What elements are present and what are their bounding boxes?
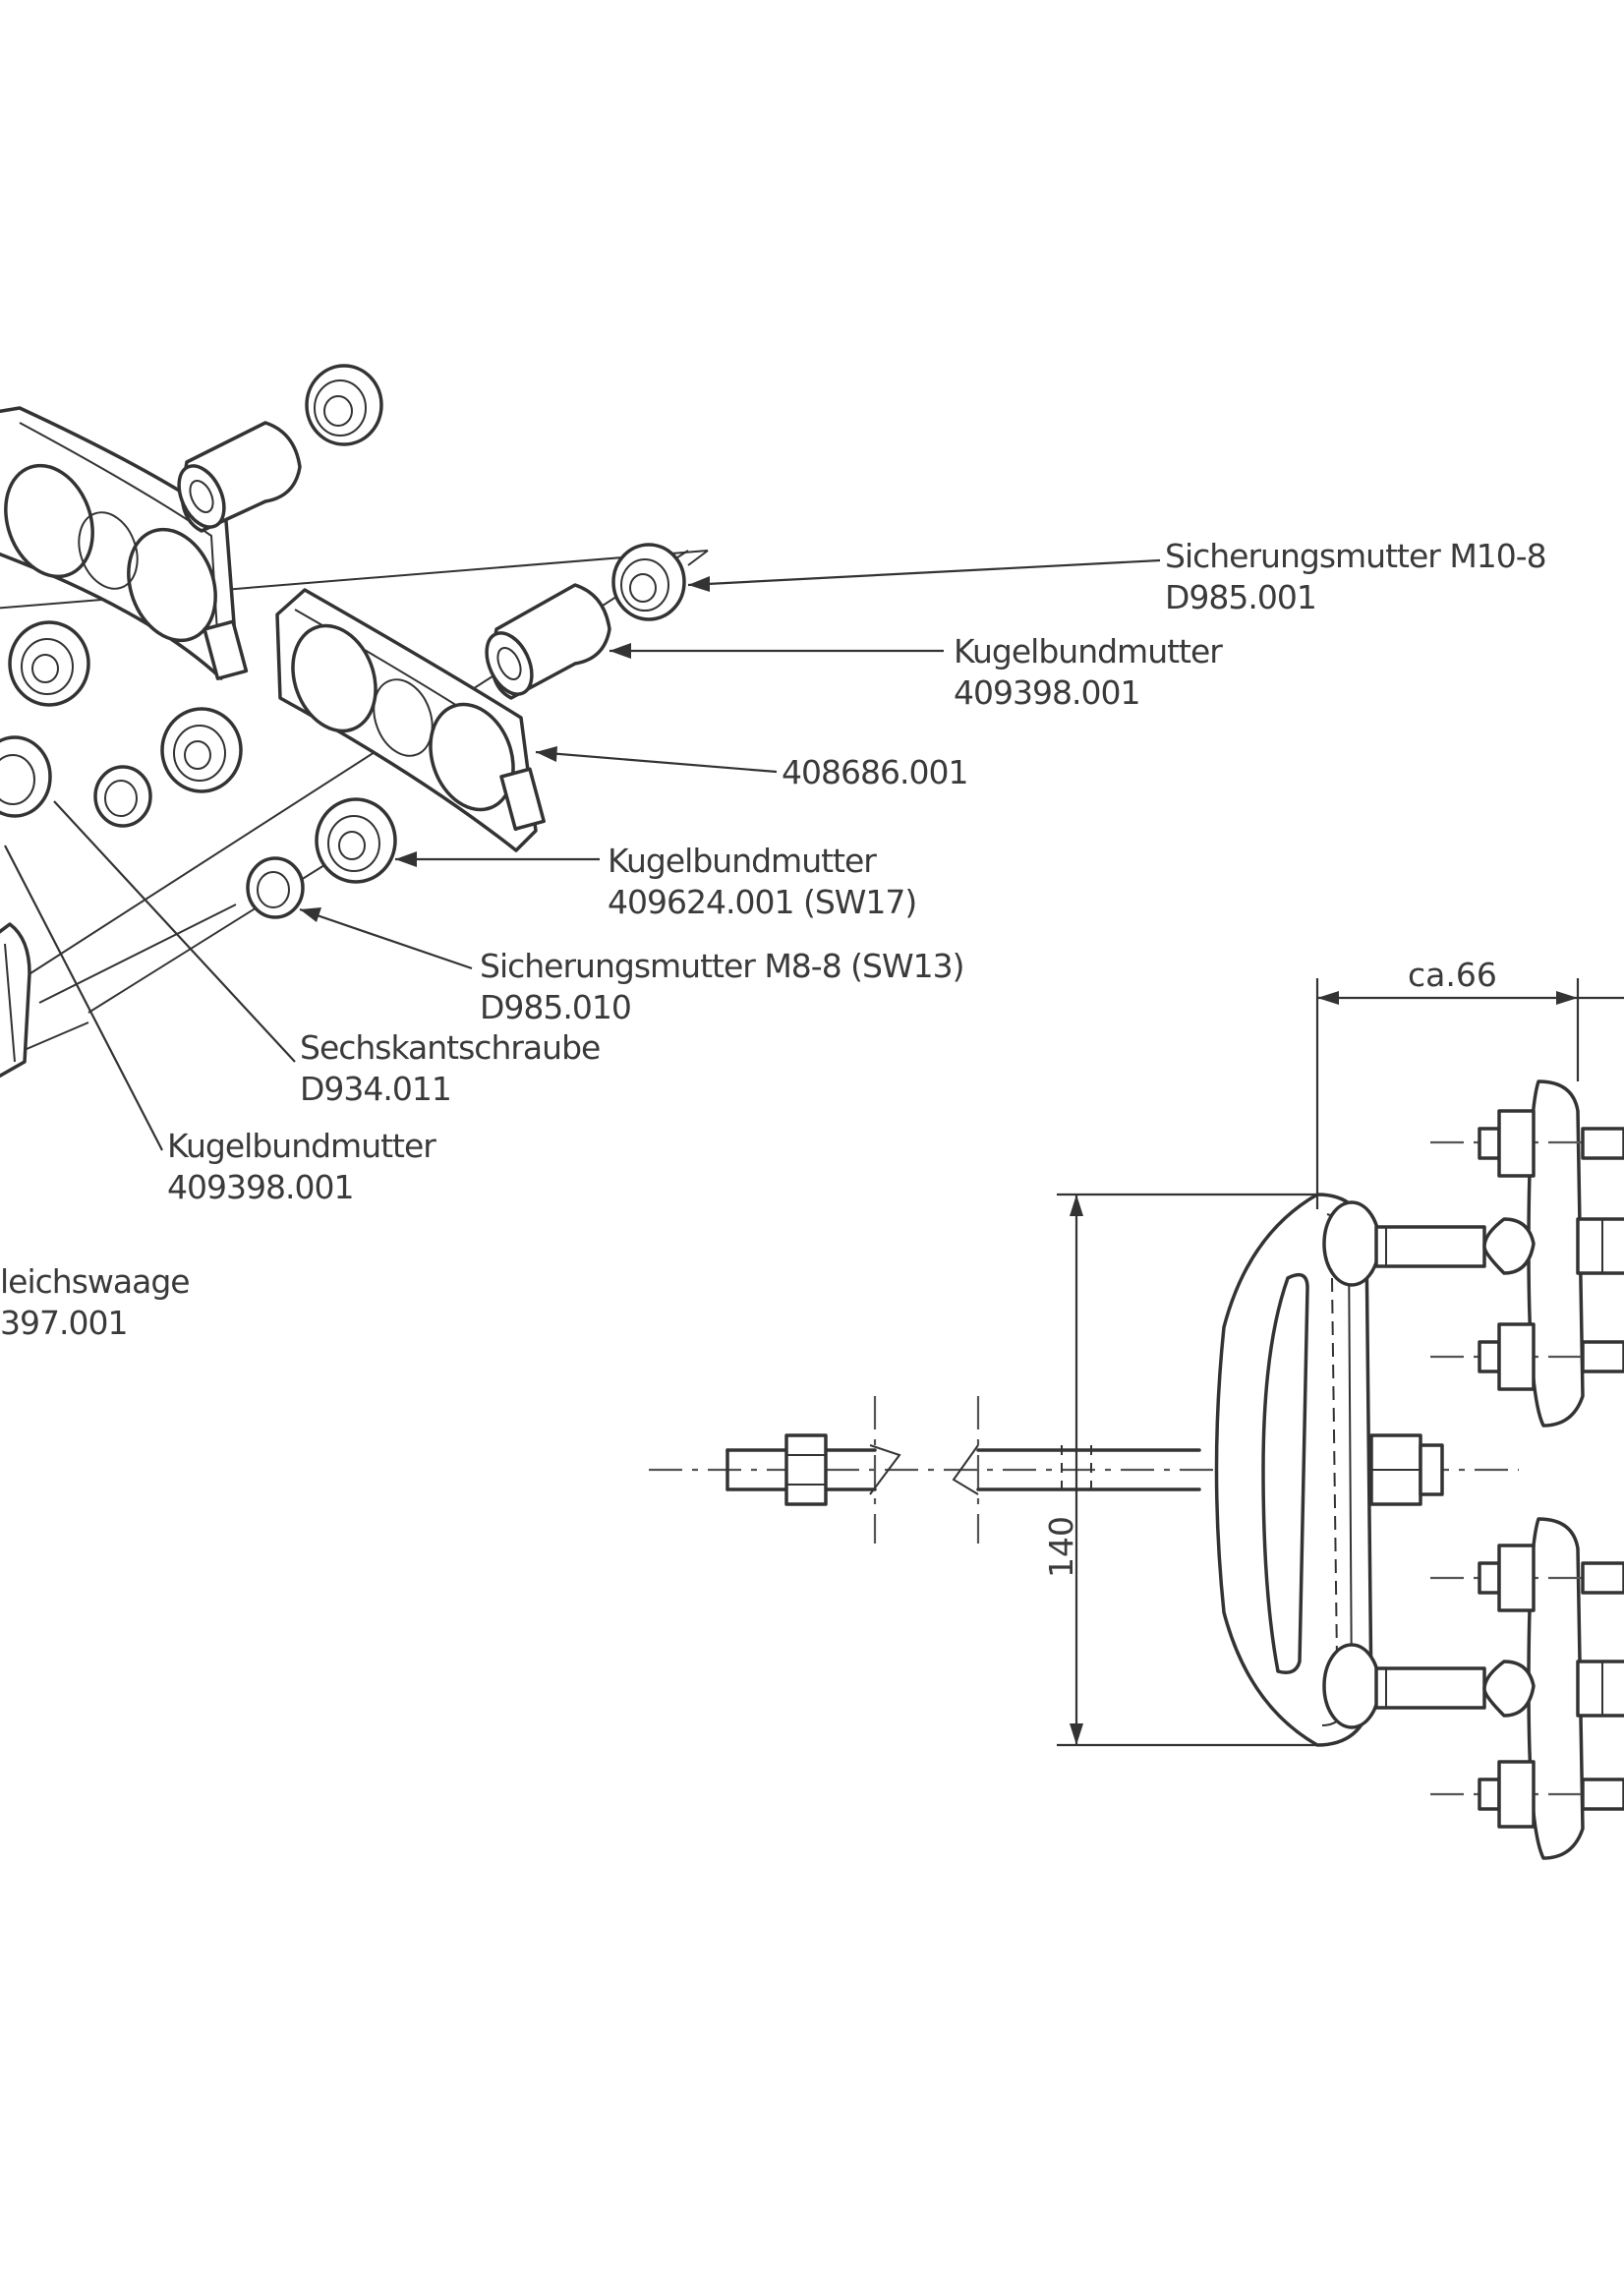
dimension-width-label: ca.66 <box>1408 956 1497 994</box>
callout-line1: Kugelbundmutter <box>954 632 1223 671</box>
callout-kugelbundmutter-sw17: Kugelbundmutter 409624.001 (SW17) <box>608 841 917 923</box>
axis-line <box>19 1021 89 1053</box>
callout-line1: Sicherungsmutter M8-8 (SW13) <box>480 947 964 985</box>
callout-sechskantschraube: Sechskantschraube D934.011 <box>300 1027 601 1110</box>
callout-kugelbundmutter-top: Kugelbundmutter 409398.001 <box>954 631 1223 714</box>
callout-line2: D934.011 <box>300 1070 452 1108</box>
callout-line1: 408686.001 <box>782 753 968 791</box>
callout-kugelbundmutter-bottom: Kugelbundmutter 409398.001 <box>167 1126 436 1208</box>
callout-line2: 397.001 <box>0 1304 128 1342</box>
dimension-height-label: 140 <box>1042 1516 1080 1578</box>
callout-line2: 409398.001 <box>167 1168 354 1206</box>
dimension-height <box>1057 1193 1317 1747</box>
callout-line2: D985.001 <box>1165 578 1317 616</box>
callout-line1: Kugelbundmutter <box>167 1127 436 1165</box>
sleeve-nut-right <box>485 583 611 700</box>
balance-bar-fragment <box>0 922 31 1079</box>
axis-line <box>38 904 237 1004</box>
lock-nut-top-left <box>305 364 383 446</box>
nut-cluster <box>0 620 397 919</box>
clamp-plate-left <box>0 406 249 680</box>
callout-line2: 409624.001 (SW17) <box>608 883 917 921</box>
exploded-view <box>0 364 1161 1151</box>
callout-line1: Kugelbundmutter <box>608 842 877 880</box>
callout-sicherungsmutter-m8: Sicherungsmutter M8-8 (SW13) D985.010 <box>480 946 964 1028</box>
callout-line2: 409398.001 <box>954 673 1140 712</box>
dimension-width <box>1315 978 1624 1209</box>
sleeve-nut-top-left <box>177 421 302 533</box>
callout-line1: leichswaage <box>0 1262 191 1301</box>
callout-line1: Sicherungsmutter M10-8 <box>1165 537 1547 575</box>
assembly-side-view <box>649 978 1624 1860</box>
leader-lines <box>4 558 1161 1151</box>
callout-line2: D985.010 <box>480 988 632 1026</box>
callout-part-408686: 408686.001 <box>782 752 968 793</box>
clamp-plate-right <box>275 588 546 852</box>
callout-gleichswaage: leichswaage 397.001 <box>0 1261 191 1344</box>
callout-line1: Sechskantschraube <box>300 1028 601 1067</box>
callout-sicherungsmutter-m10: Sicherungsmutter M10-8 D985.001 <box>1165 536 1547 618</box>
lock-nut-m10 <box>611 543 686 621</box>
